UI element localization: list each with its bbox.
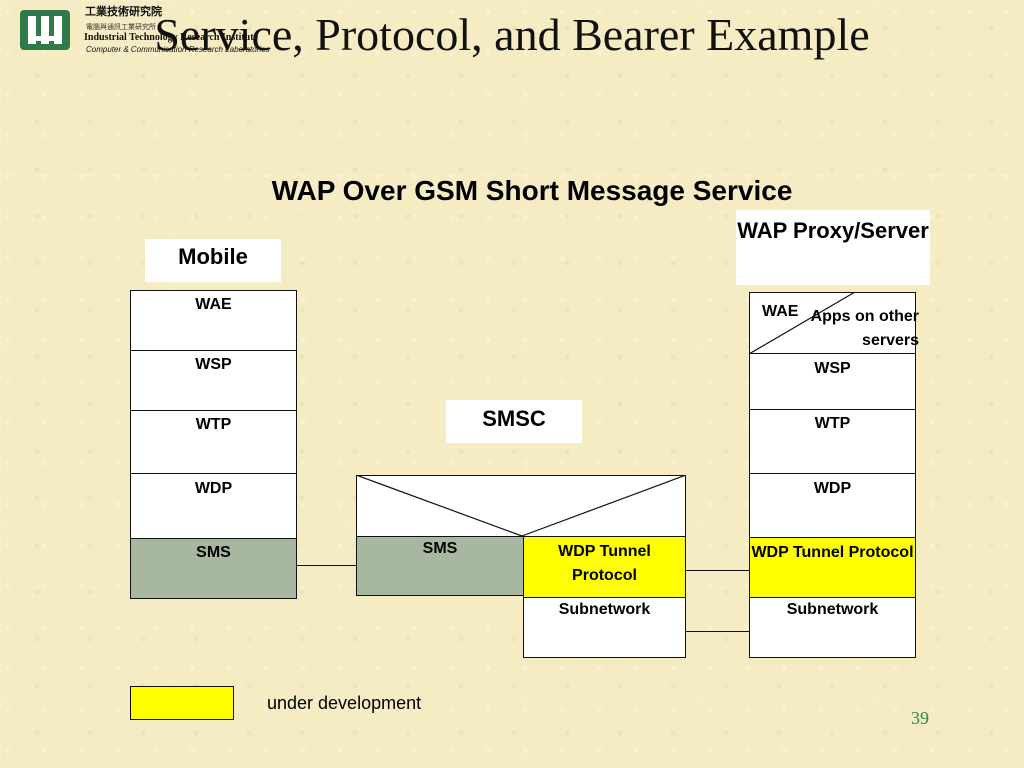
server-wae: WAE (762, 303, 799, 320)
smsc-layer-sms: SMS (356, 536, 524, 596)
page-number: 39 (911, 708, 929, 728)
itri-logo-icon (20, 10, 70, 50)
mobile-layer-wae: WAE (130, 290, 297, 351)
legend-swatch (130, 686, 234, 720)
smsc-subnetwork: Subnetwork (523, 597, 686, 658)
mobile-layer-wtp: WTP (130, 410, 297, 474)
slide-subtitle: WAP Over GSM Short Message Service (271, 175, 793, 206)
mobile-label: Mobile (145, 239, 281, 282)
server-layer-wsp: WSP (749, 353, 916, 410)
mobile-layer-sms: SMS (130, 538, 297, 599)
server-layer-wdp: WDP (749, 473, 916, 538)
server-wae-box (749, 292, 916, 354)
smsc-wdp-tunnel: WDP Tunnel Protocol (523, 536, 686, 598)
server-label: WAP Proxy/Server (736, 210, 930, 285)
smsc-label: SMSC (446, 400, 582, 443)
mobile-layer-wdp: WDP (130, 473, 297, 539)
server-layer-wtp: WTP (749, 409, 916, 474)
mobile-layer-wsp: WSP (130, 350, 297, 411)
logo-english-name: Industrial Technology Research Institute (84, 32, 259, 43)
logo-chinese-name: 工業技術研究院 (85, 5, 162, 18)
server-subnetwork: Subnetwork (749, 597, 916, 658)
server-apps-note: Apps on other servers (810, 308, 919, 349)
legend-label: under development (267, 693, 422, 713)
smsc-relay-box (356, 475, 686, 537)
logo-english-subname: Computer & Communication Research Labora… (86, 45, 270, 54)
smsc-relay-diagram (356, 475, 686, 537)
server-wae-divider (749, 292, 856, 354)
link-tunnel (686, 570, 749, 571)
server-wdp-tunnel: WDP Tunnel Protocol (749, 537, 916, 598)
link-subnetwork (686, 631, 749, 632)
slide-title: Service, Protocol, and Bearer Example (154, 9, 870, 60)
logo-chinese-subname: 電腦與通訊工業研究所 (86, 23, 156, 31)
link-mobile-smsc (297, 565, 357, 566)
